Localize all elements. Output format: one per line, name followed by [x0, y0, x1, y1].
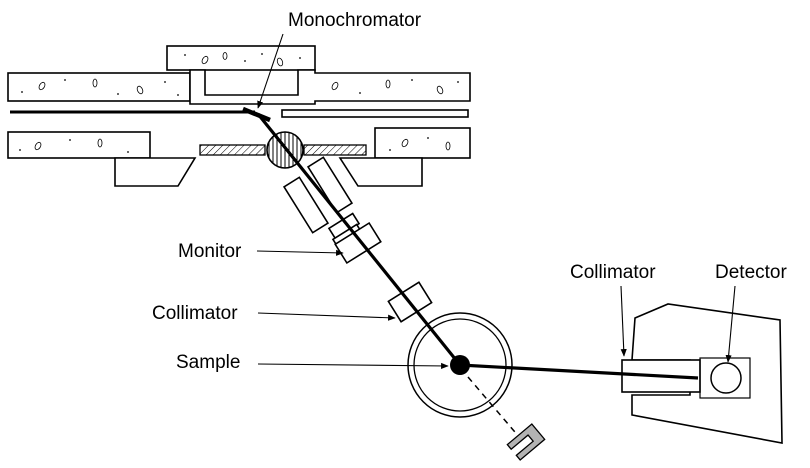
label-detector: Detector: [715, 262, 787, 283]
support-right: [338, 157, 423, 187]
collimator-block-right: [306, 156, 354, 214]
label-monitor: Monitor: [178, 241, 242, 262]
shield-block-top-center: [166, 45, 316, 71]
incident-beam: [256, 112, 462, 367]
collimator-block-left: [282, 176, 330, 234]
support-left: [114, 157, 197, 187]
leader-detector: [725, 285, 736, 363]
label-collimator-right: Collimator: [570, 262, 656, 283]
transmitted-beam: [467, 376, 521, 439]
shielding: [7, 45, 471, 187]
concrete-texture: [19, 52, 459, 153]
shutter-left: [199, 144, 266, 156]
shield-block-upper-right: [189, 69, 471, 105]
leader-monitor: [256, 249, 344, 256]
beam-stop: [506, 423, 546, 461]
detector: [710, 362, 742, 394]
beam-channel-wall-right: [281, 109, 469, 118]
leader-sample: [257, 362, 449, 370]
leader-collimator-right: [620, 285, 627, 357]
shield-block-lower-right: [374, 127, 471, 159]
detector-housing: [699, 357, 751, 399]
diffracted-beam: [459, 363, 699, 380]
label-collimator-left: Collimator: [152, 303, 238, 324]
sample-table-inner: [413, 318, 507, 412]
shield-block-lower-left: [7, 131, 151, 159]
label-monochromator: Monochromator: [288, 10, 422, 31]
shield-block-upper-left: [7, 72, 191, 102]
label-sample: Sample: [176, 352, 240, 373]
leader-monochromator: [257, 33, 284, 109]
shutter-right: [303, 144, 367, 156]
leader-collimator-left: [257, 312, 396, 321]
sample-table-outer: [407, 312, 513, 418]
monochromator-crystal: [242, 106, 271, 123]
